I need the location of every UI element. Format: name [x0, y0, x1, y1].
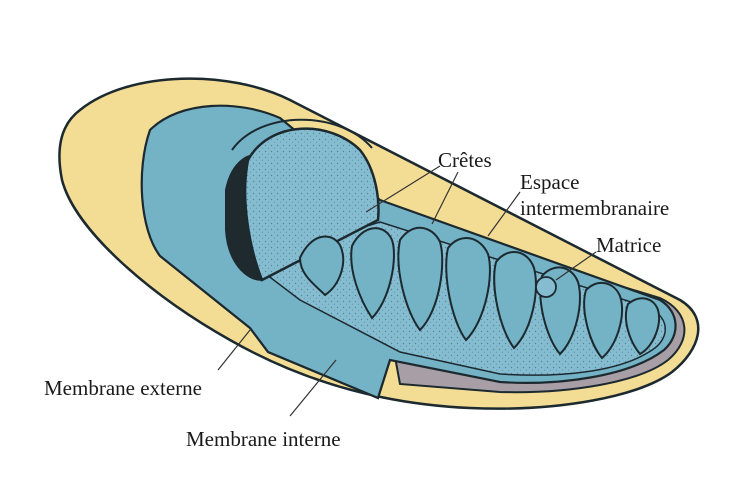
label-intermembranaire: intermembranaire	[520, 198, 669, 219]
matrix-granule	[536, 277, 556, 297]
label-espace: Espace	[520, 172, 579, 193]
label-cretes: Crêtes	[438, 150, 492, 171]
label-membrane-interne: Membrane interne	[186, 429, 341, 450]
label-matrice: Matrice	[596, 235, 661, 256]
label-membrane-externe: Membrane externe	[44, 378, 202, 399]
